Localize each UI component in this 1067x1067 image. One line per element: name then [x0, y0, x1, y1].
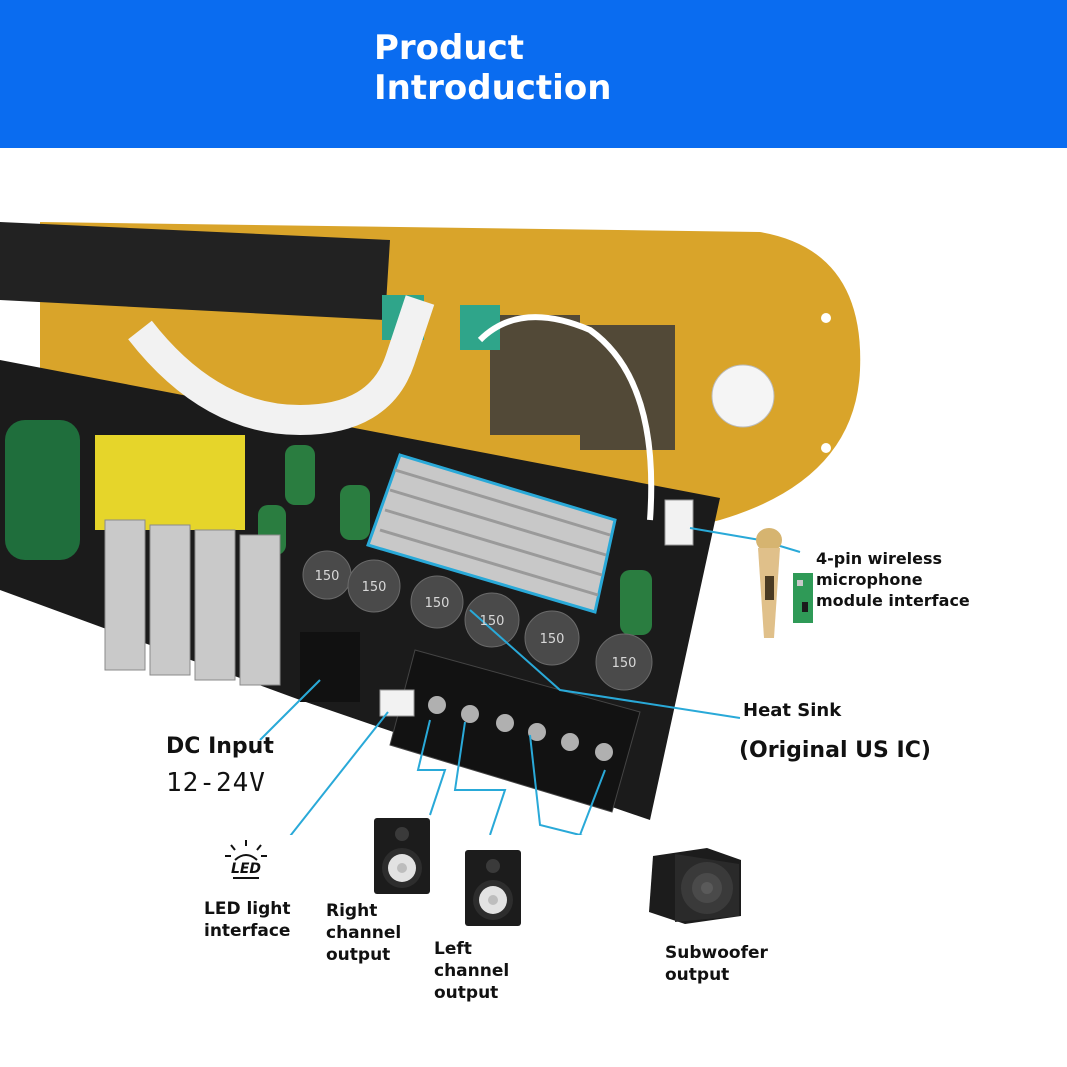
subwoofer-icon	[649, 848, 741, 924]
inductor-label: 150	[480, 614, 505, 629]
led-label-line: interface	[204, 921, 291, 941]
inductor-label: 150	[540, 632, 565, 647]
dc-voltage-label: 12-24V	[166, 768, 266, 798]
dc-input-label: DC Input	[166, 734, 274, 759]
page-title: Product Introduction	[374, 28, 611, 108]
large-capacitor	[5, 420, 80, 560]
inductor-label: 150	[315, 569, 340, 584]
sub-label-line: output	[665, 965, 730, 985]
relay	[580, 325, 675, 450]
led-icon-text: LED	[231, 861, 261, 877]
left-channel-label: Left channel output	[434, 938, 509, 1004]
title-line-1: Product	[374, 28, 524, 68]
right-label-line: Right	[326, 901, 378, 921]
mic-module-icon	[793, 573, 813, 623]
led-label-line: LED light	[204, 899, 291, 919]
inductors	[302, 550, 653, 691]
left-label-line: output	[434, 983, 499, 1003]
plate-hole	[821, 313, 831, 323]
mic-label-line: microphone	[816, 570, 923, 589]
inductor-label: 150	[425, 596, 450, 611]
capacitor	[620, 570, 652, 635]
callout-lines	[259, 527, 801, 835]
speaker-icon	[465, 850, 521, 926]
left-label-line: channel	[434, 961, 510, 981]
central-heatsink	[366, 453, 617, 614]
mic-connector	[664, 499, 694, 546]
ribbon-cable	[128, 295, 435, 436]
power-heatsink	[104, 519, 281, 686]
right-channel-label: Right channel output	[326, 900, 401, 966]
header-banner: Product Introduction	[0, 0, 1067, 148]
terminal-screws	[428, 696, 613, 761]
capacitor	[340, 485, 370, 540]
right-label-line: channel	[326, 923, 402, 943]
original-ic-label: (Original US IC)	[739, 738, 931, 763]
speaker-icon	[374, 818, 430, 894]
capacitor	[285, 445, 315, 505]
inductor-label: 150	[362, 580, 387, 595]
relay	[490, 315, 580, 435]
plate-hole	[821, 443, 831, 453]
left-label-line: Left	[434, 939, 472, 959]
microphone-icon	[756, 528, 782, 638]
right-label-line: output	[326, 945, 391, 965]
mic-label-line: 4-pin wireless	[816, 549, 943, 568]
heat-sink-label: Heat Sink	[743, 700, 842, 721]
subwoofer-label: Subwoofer output	[665, 942, 768, 986]
amplifier-board-illustration: 150 150 150 150 150 150	[0, 222, 861, 835]
sub-label-line: Subwoofer	[665, 943, 768, 963]
mic-interface-label: 4-pin wireless microphone module interfa…	[816, 548, 970, 611]
transformer	[95, 435, 245, 530]
led-bulb-icon: LED	[225, 840, 267, 879]
white-wire	[477, 314, 655, 521]
title-line-2: Introduction	[374, 68, 612, 108]
inductor-label: 150	[612, 656, 637, 671]
led-interface-label: LED light interface	[204, 898, 291, 942]
led-connector	[379, 689, 415, 717]
mic-label-line: module interface	[816, 591, 970, 610]
display-panel	[0, 222, 390, 320]
date-sticker	[711, 364, 775, 428]
